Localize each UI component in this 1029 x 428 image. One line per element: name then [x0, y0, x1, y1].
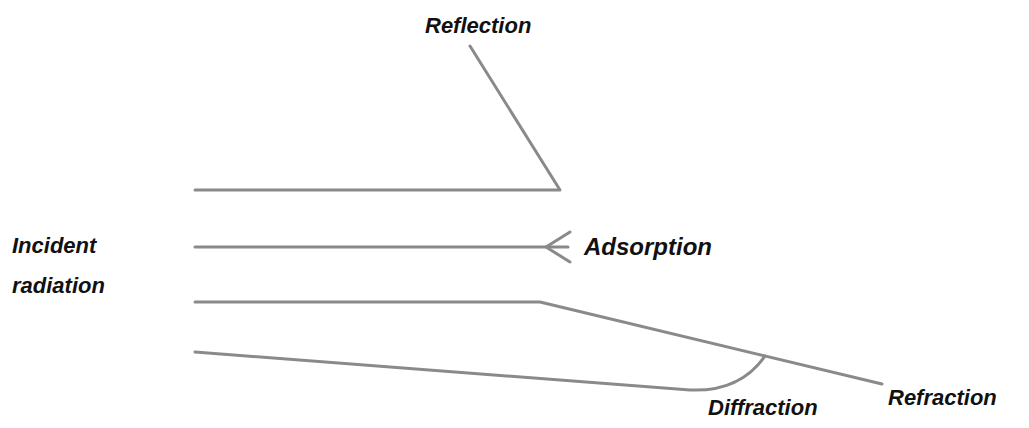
refraction-ray	[195, 302, 882, 384]
process-label: Diffraction	[708, 394, 818, 422]
diffraction-ray	[195, 352, 765, 390]
process-label: Incident radiation	[12, 226, 132, 306]
adsorption-chevron	[546, 232, 570, 262]
process-label: Adsorption	[584, 233, 712, 261]
sphere-node: Adsorption	[540, 145, 750, 355]
adsorption-ray	[195, 246, 568, 249]
reflection-ray	[195, 46, 560, 190]
process-label: Refraction	[888, 384, 997, 412]
process-label: Reflection	[425, 12, 531, 40]
